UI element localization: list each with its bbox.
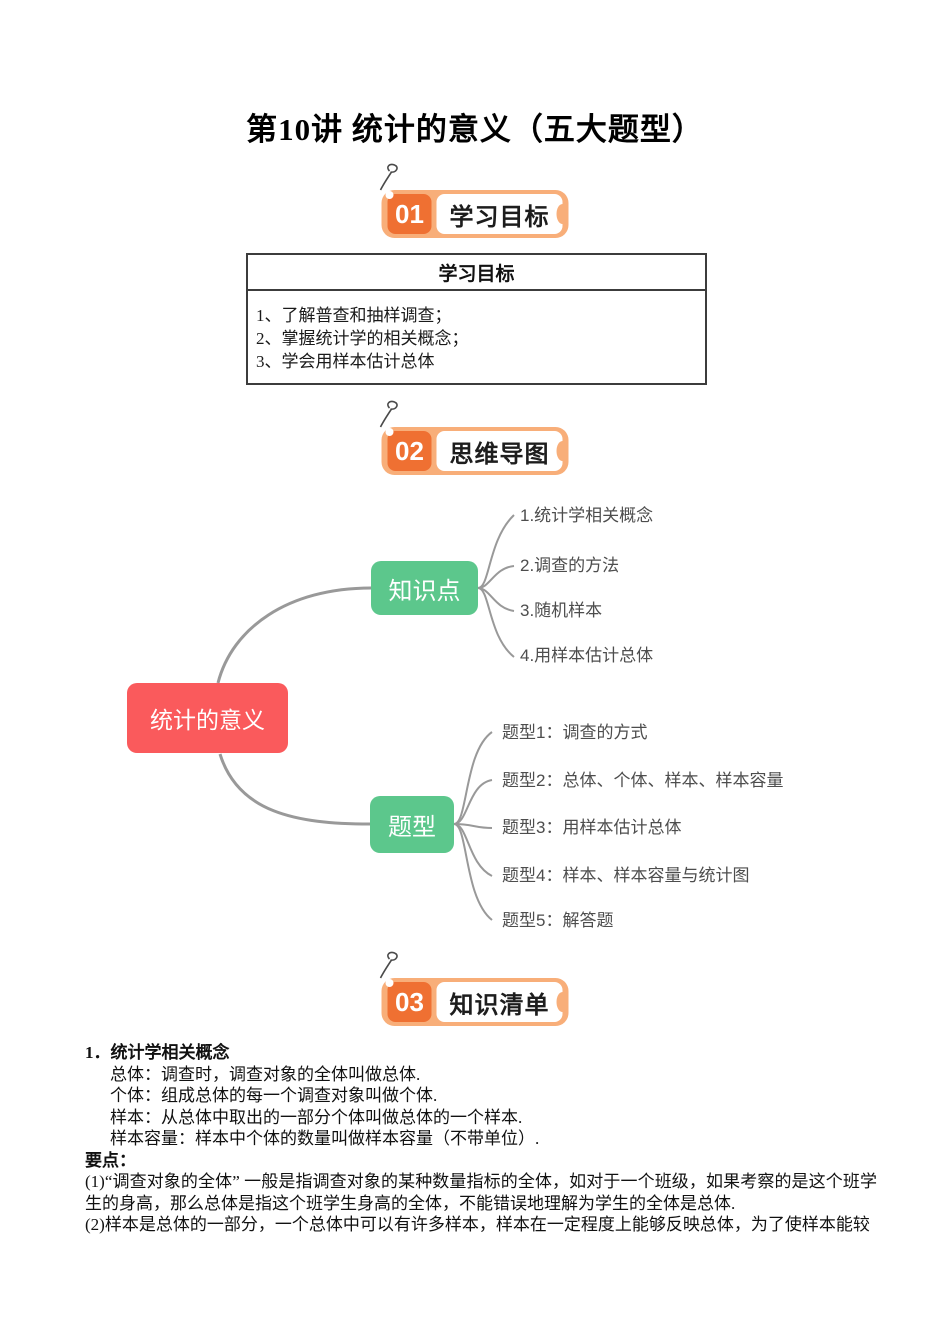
- keypoints-label: 要点：: [85, 1150, 136, 1170]
- knowledge-section: 1．统计学相关概念 总体：调查时，调查对象的全体叫做总体. 个体：组成总体的每一…: [85, 1042, 877, 1236]
- keypoint-paragraph: (1)“调查对象的全体” 一般是指调查对象的某种数量指标的全体，如对于一个班级，…: [85, 1172, 877, 1213]
- objectives-box: 学习目标 1、了解普查和抽样调查； 2、掌握统计学的相关概念； 3、学会用样本估…: [246, 253, 707, 385]
- pin-icon: [379, 400, 398, 428]
- knowledge-definition: 样本：从总体中取出的一部分个体叫做总体的一个样本.: [110, 1107, 523, 1127]
- mindmap-leaf: 题型5：解答题: [502, 911, 614, 930]
- pin-dot: [385, 979, 394, 987]
- objectives-header: 学习目标: [248, 255, 705, 291]
- mindmap-branch-topics: 题型: [370, 796, 454, 853]
- section-label: 知识清单: [436, 982, 563, 1022]
- mindmap-leaf: 3.随机样本: [520, 601, 603, 620]
- knowledge-heading: 1．统计学相关概念: [85, 1043, 230, 1062]
- section-badge-learning-goals: 01 学习目标: [379, 163, 569, 238]
- keypoint-paragraph: (2)样本是总体的一部分，一个总体中可以有许多样本，样本在一定程度上能够反映总体…: [85, 1215, 870, 1234]
- pin-icon: [379, 951, 398, 979]
- mindmap-leaf: 2.调查的方法: [520, 556, 620, 575]
- section-label: 学习目标: [436, 194, 563, 234]
- mindmap-leaf: 1.统计学相关概念: [520, 506, 654, 525]
- mindmap-leaf: 题型2：总体、个体、样本、样本容量: [502, 771, 784, 790]
- mindmap-leaf: 题型4：样本、样本容量与统计图: [502, 866, 750, 885]
- section-number: 02: [387, 431, 432, 471]
- objectives-body: 1、了解普查和抽样调查； 2、掌握统计学的相关概念； 3、学会用样本估计总体: [248, 291, 705, 383]
- section-number: 03: [387, 982, 432, 1022]
- mindmap-leaf: 题型3：用样本估计总体: [502, 818, 682, 837]
- objective-item: 3、学会用样本估计总体: [256, 352, 435, 371]
- section-number: 01: [387, 194, 432, 234]
- mindmap-root-node: 统计的意义: [127, 683, 288, 753]
- pin-icon: [379, 163, 398, 191]
- knowledge-definition: 总体：调查时，调查对象的全体叫做总体.: [110, 1064, 421, 1084]
- objective-item: 1、了解普查和抽样调查；: [256, 306, 452, 325]
- mindmap-branch-knowledge: 知识点: [371, 561, 478, 615]
- pin-dot: [385, 428, 394, 436]
- pin-dot: [385, 191, 394, 199]
- mindmap: 统计的意义 知识点 题型 1.统计学相关概念 2.调查的方法 3.随机样本 4.…: [0, 490, 950, 950]
- objective-item: 2、掌握统计学的相关概念；: [256, 329, 469, 348]
- knowledge-definition: 个体：组成总体的每一个调查对象叫做个体.: [110, 1086, 438, 1105]
- knowledge-definition: 样本容量：样本中个体的数量叫做样本容量（不带单位）.: [110, 1129, 540, 1148]
- page-title: 第10讲 统计的意义（五大题型）: [246, 112, 704, 147]
- mindmap-connectors-svg: [216, 514, 515, 921]
- mindmap-leaf: 题型1：调查的方式: [502, 723, 648, 742]
- section-badge-knowledge-list: 03 知识清单: [379, 951, 569, 1026]
- section-label: 思维导图: [436, 431, 563, 471]
- section-badge-mindmap: 02 思维导图: [379, 400, 569, 475]
- mindmap-leaf: 4.用样本估计总体: [520, 646, 654, 665]
